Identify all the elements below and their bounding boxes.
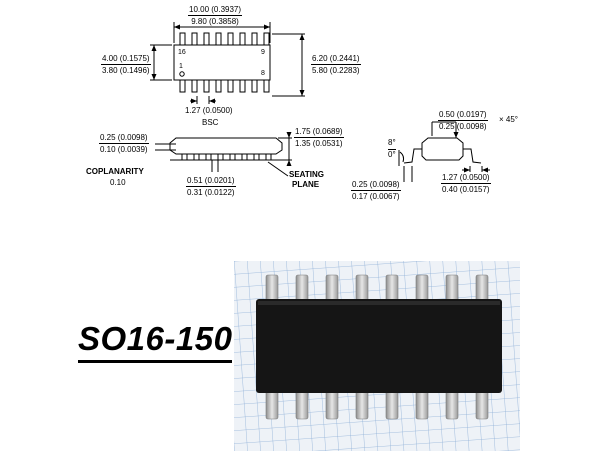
side-view-pin — [181, 153, 188, 161]
standoff-min: 0.10 (0.0039) — [100, 145, 148, 154]
body-width-max: 4.00 (0.1575) — [101, 54, 151, 65]
body-width-dimension: 4.00 (0.1575) 3.80 (0.1496) — [101, 54, 151, 75]
foot-length-min: 0.40 (0.0157) — [442, 185, 490, 194]
side-view-pin — [241, 153, 248, 161]
height-dimension: 1.75 (0.0689) 1.35 (0.0531) — [294, 127, 344, 148]
side-view-body — [169, 137, 283, 155]
chamfer-angle: × 45° — [499, 115, 518, 124]
length-min: 9.80 (0.3858) — [191, 17, 239, 26]
top-view-pin-upper — [215, 32, 222, 46]
package-name: SO16-150 — [78, 320, 233, 363]
height-max: 1.75 (0.0689) — [294, 127, 344, 138]
chamfer-max: 0.50 (0.0197) — [438, 110, 488, 121]
pitch-note: BSC — [202, 118, 219, 127]
lead-width-dimension: 0.51 (0.0201) 0.31 (0.0122) — [186, 176, 236, 197]
side-view-pin — [229, 153, 236, 161]
coplanarity-value: 0.10 — [110, 178, 126, 187]
seating-plane-line1: SEATING — [289, 170, 324, 179]
foot-length-max: 1.27 (0.0500) — [441, 173, 491, 184]
overall-width-max: 6.20 (0.2441) — [311, 54, 361, 65]
chip-photo-graphic — [234, 261, 520, 451]
top-view-pin-upper — [191, 32, 198, 46]
pin-8-label: 8 — [261, 70, 265, 77]
lead-thickness-min: 0.17 (0.0067) — [352, 192, 400, 201]
seating-plane-line2: PLANE — [292, 180, 320, 189]
pitch-label: 1.27 (0.0500) — [185, 106, 233, 115]
angle-max: 8° — [388, 138, 396, 147]
top-view-pin-upper — [263, 32, 270, 46]
height-min: 1.35 (0.0531) — [295, 139, 343, 148]
side-view-pin — [265, 153, 272, 161]
top-view-pin-lower — [239, 79, 246, 93]
foot-length-dimension: 1.27 (0.0500) 0.40 (0.0157) — [441, 173, 491, 194]
standoff-max: 0.25 (0.0098) — [99, 133, 149, 144]
top-view-pin-lower — [227, 79, 234, 93]
length-max: 10.00 (0.3937) — [188, 5, 243, 16]
side-view-pin — [217, 153, 224, 161]
end-view-body — [421, 137, 464, 161]
chip-body — [256, 299, 502, 393]
body-width-min: 3.80 (0.1496) — [102, 66, 150, 75]
chip-photo — [234, 261, 520, 451]
top-view-pin-lower — [179, 79, 186, 93]
top-view-pin-upper — [239, 32, 246, 46]
chamfer-min: 0.25 (0.0098) — [439, 122, 487, 131]
top-view-pin-upper — [179, 32, 186, 46]
top-view-body — [173, 44, 271, 81]
overall-width-dimension: 6.20 (0.2441) 5.80 (0.2283) — [311, 54, 361, 75]
pin-9-label: 9 — [261, 49, 265, 56]
lead-width-max: 0.51 (0.0201) — [186, 176, 236, 187]
top-view-pin-lower — [203, 79, 210, 93]
top-view-pin-lower — [191, 79, 198, 93]
pin-16-label: 16 — [178, 49, 186, 56]
lead-width-min: 0.31 (0.0122) — [187, 188, 235, 197]
top-view-pin-lower — [263, 79, 270, 93]
top-view-pin-lower — [215, 79, 222, 93]
length-dimension: 10.00 (0.3937) 9.80 (0.3858) — [188, 5, 243, 26]
lead-thickness-dimension: 0.25 (0.0098) 0.17 (0.0067) — [351, 180, 401, 201]
top-view-pin-lower — [251, 79, 258, 93]
side-view-pin — [205, 153, 212, 161]
overall-width-min: 5.80 (0.2283) — [312, 66, 360, 75]
angle-min: 0° — [388, 149, 396, 159]
side-view-pin — [253, 153, 260, 161]
top-view-pin-upper — [227, 32, 234, 46]
lead-thickness-max: 0.25 (0.0098) — [351, 180, 401, 191]
pin1-marker — [179, 71, 185, 77]
pin-1-label: 1 — [179, 63, 183, 70]
coplanarity-label: COPLANARITY — [86, 167, 144, 176]
chamfer-dimension: 0.50 (0.0197) 0.25 (0.0098) — [438, 110, 488, 131]
standoff-dimension: 0.25 (0.0098) 0.10 (0.0039) — [99, 133, 149, 154]
side-view-pin — [193, 153, 200, 161]
top-view-pin-upper — [203, 32, 210, 46]
top-view-pin-upper — [251, 32, 258, 46]
